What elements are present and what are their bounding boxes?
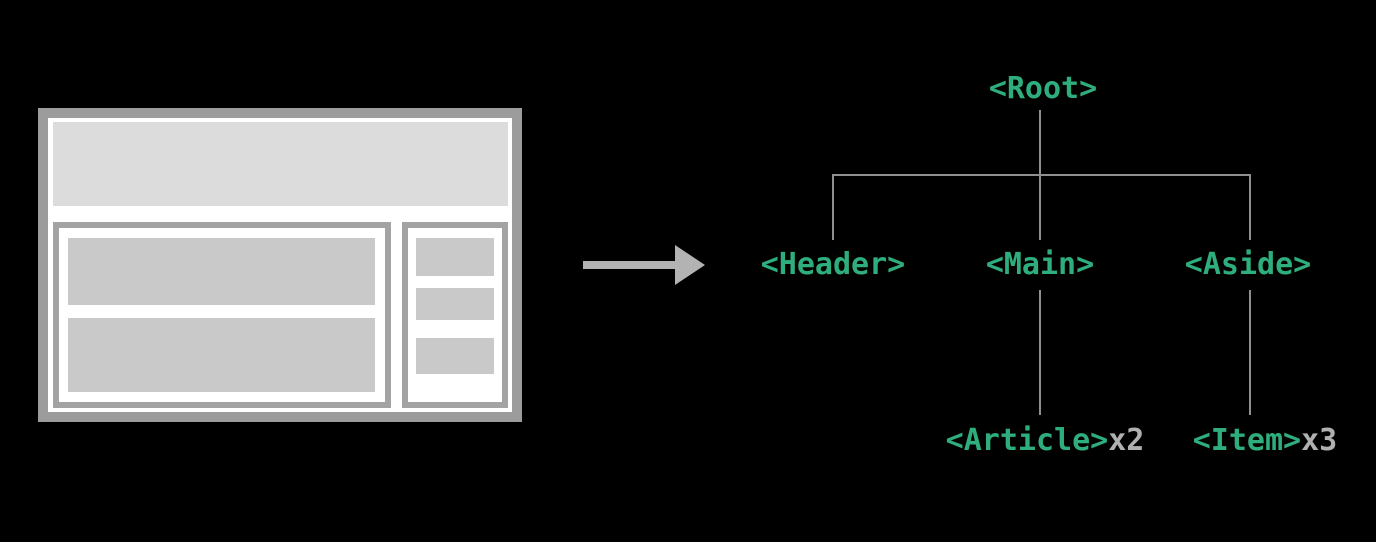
wireframe-aside-panel [402,222,508,408]
tree-node-main: <Main> [986,248,1094,281]
tree-node-item: <Item>x3 [1193,424,1338,457]
wireframe-item-block [416,288,494,320]
arrow-right-icon [583,245,705,285]
tree-connector-line [832,174,834,240]
tree-node-root: <Root> [989,72,1097,105]
wireframe-main-panel [53,222,391,408]
tree-connector-line [1039,290,1041,415]
tree-connector-line [1039,110,1041,174]
tree-node-label: <Header> [760,247,906,282]
tree-node-aside: <Aside> [1185,248,1311,281]
tree-node-count: x3 [1301,423,1338,458]
tree-node-label: <Main> [985,247,1095,282]
tree-node-label: <Article> [945,423,1109,458]
wireframe-article-block [68,238,375,305]
wireframe-item-block [416,238,494,276]
tree-connector-line [1039,174,1041,240]
tree-connector-line [1249,174,1251,240]
tree-node-count: x2 [1108,423,1145,458]
wireframe-layout-mockup [38,108,522,422]
tree-node-label: <Item> [1192,423,1302,458]
tree-connector-line [1249,290,1251,415]
tree-node-article: <Article>x2 [946,424,1145,457]
tree-connector-line [832,174,1250,176]
wireframe-item-block [416,338,494,374]
wireframe-article-block [68,318,375,392]
wireframe-header-block [53,122,508,206]
tree-node-label: <Aside> [1184,247,1312,282]
tree-node-header: <Header> [761,248,906,281]
tree-node-label: <Root> [988,71,1098,106]
